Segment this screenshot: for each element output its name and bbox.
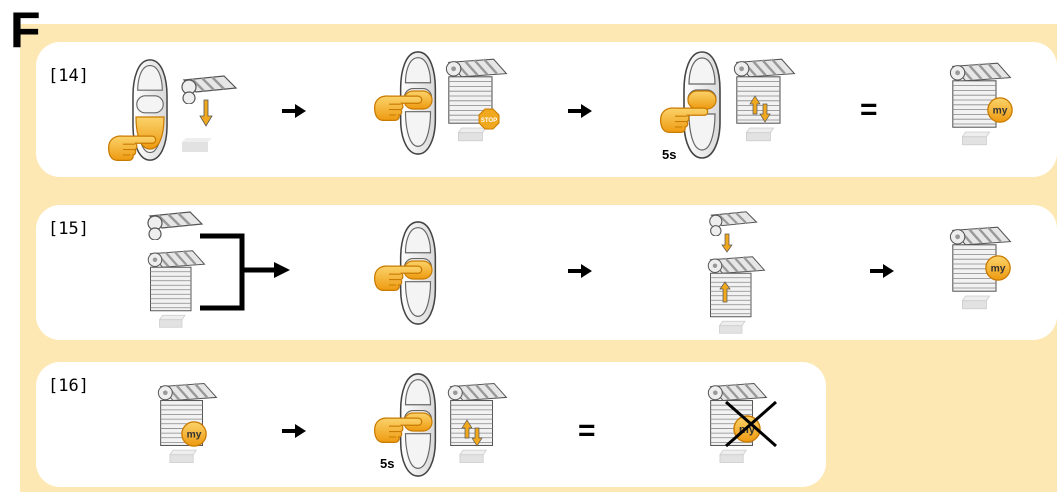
my-badge-icon — [986, 96, 1014, 124]
my-badge-icon — [180, 420, 208, 448]
arrow-right-icon — [568, 263, 592, 279]
pointing-hand-icon — [370, 88, 426, 124]
shutter-icon — [146, 244, 206, 334]
stop-sign-icon: STOP — [478, 108, 500, 130]
shutter-icon — [444, 50, 508, 150]
arrow-right-icon — [568, 103, 592, 119]
cross-icon — [722, 398, 780, 450]
down-arrow-icon — [722, 234, 732, 252]
svg-text:STOP: STOP — [481, 118, 497, 124]
bracket-connector — [200, 232, 290, 312]
timer-label: 5s — [380, 456, 394, 471]
up-down-arrows-icon — [750, 96, 770, 122]
step-label: [16] — [48, 376, 89, 396]
timer-label: 5s — [662, 147, 676, 162]
step-label: [15] — [48, 219, 89, 239]
shutter-lowering-icon — [708, 210, 760, 236]
pointing-hand-icon — [104, 128, 160, 164]
arrow-right-icon — [870, 263, 894, 279]
step-label: [14] — [48, 66, 89, 86]
pointing-hand-icon — [370, 258, 426, 294]
section-letter: F — [10, 0, 41, 60]
pointing-hand-icon — [656, 100, 712, 136]
step-panel-14 — [36, 42, 1057, 177]
up-arrow-icon — [720, 282, 730, 302]
up-down-arrows-icon — [462, 420, 482, 446]
arrow-right-icon — [282, 103, 306, 119]
equals-sign: = — [578, 416, 596, 446]
floor-block-icon — [182, 138, 212, 152]
my-badge-icon — [984, 254, 1012, 282]
shutter-lowering-icon — [146, 210, 206, 240]
arrow-right-icon — [282, 423, 306, 439]
pointing-hand-icon — [370, 410, 426, 446]
shutter-icon — [706, 252, 766, 338]
equals-sign: = — [860, 95, 878, 125]
down-arrow-icon — [200, 100, 212, 126]
